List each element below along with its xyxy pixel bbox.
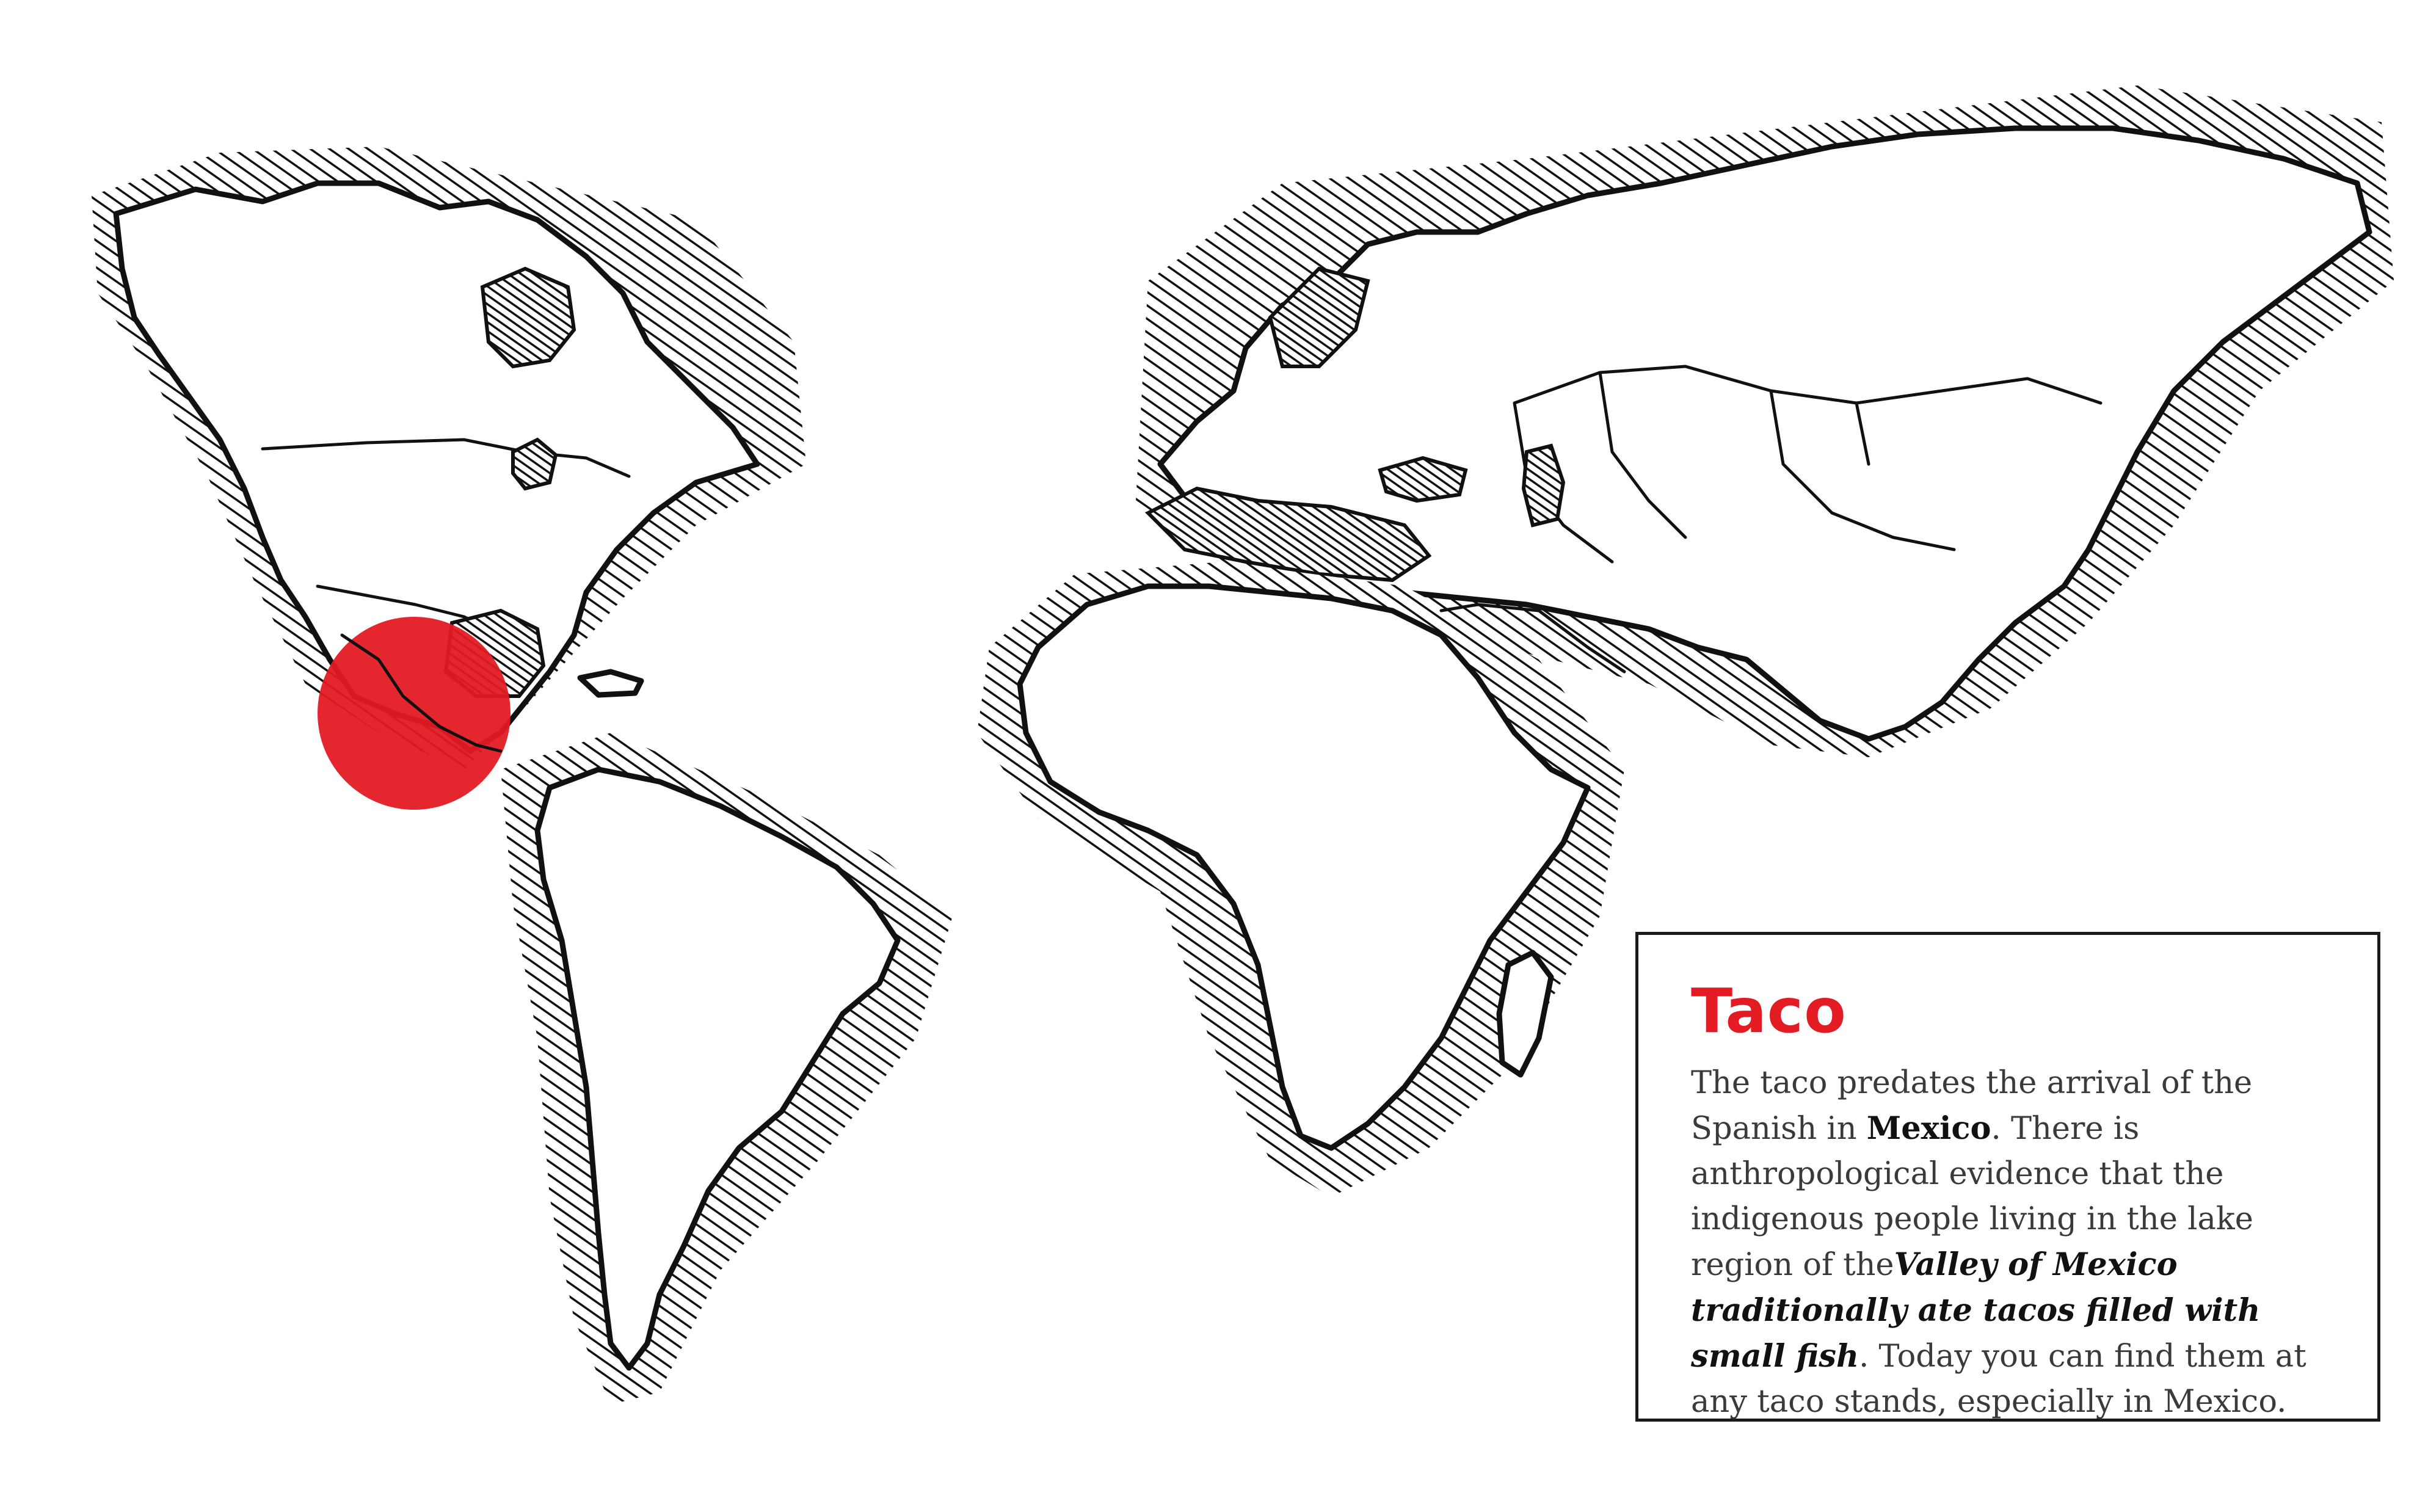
info-card: Taco The taco predates the arrival of th…: [1635, 932, 2380, 1422]
card-title: Taco: [1691, 975, 1847, 1047]
hudson-bay: [480, 266, 576, 369]
africa-land: [1017, 583, 1591, 1151]
madagascar-land: [1496, 950, 1554, 1078]
description-text-3: . Today you can find them at any taco st…: [1691, 1339, 2306, 1420]
north-america-group: [92, 147, 806, 769]
caspian-sea: [1521, 443, 1566, 528]
caribbean-islands: [577, 669, 644, 698]
mexico-outline: [340, 633, 503, 753]
description-bold-mexico: Mexico: [1866, 1110, 1991, 1147]
africa-group: [977, 562, 1626, 1197]
black-sea: [1378, 456, 1468, 503]
north-america-land: [113, 180, 760, 754]
us-canada-border: [261, 438, 631, 478]
south-america-land: [534, 766, 901, 1371]
card-description: The taco predates the arrival of the Spa…: [1691, 1061, 2341, 1425]
eurasia-land: [1157, 125, 2372, 742]
description-text-1: The taco predates the arrival of the Spa…: [1691, 1065, 2253, 1147]
asia-borders: [1513, 365, 2103, 564]
scandinavia-sea: [1268, 266, 1370, 368]
mediterranean-sea: [1144, 486, 1432, 583]
eurasia-group: [1136, 85, 2394, 757]
south-america-group: [501, 733, 953, 1405]
description-text-2: . There is anthropological evidence that…: [1691, 1111, 2253, 1283]
great-lakes: [511, 437, 558, 491]
description-emphasis: Valley of Mexico traditionally ate tacos…: [1691, 1246, 2261, 1375]
mexico-highlight-marker: [318, 617, 511, 810]
africa-arabia-border: [1439, 603, 1626, 674]
